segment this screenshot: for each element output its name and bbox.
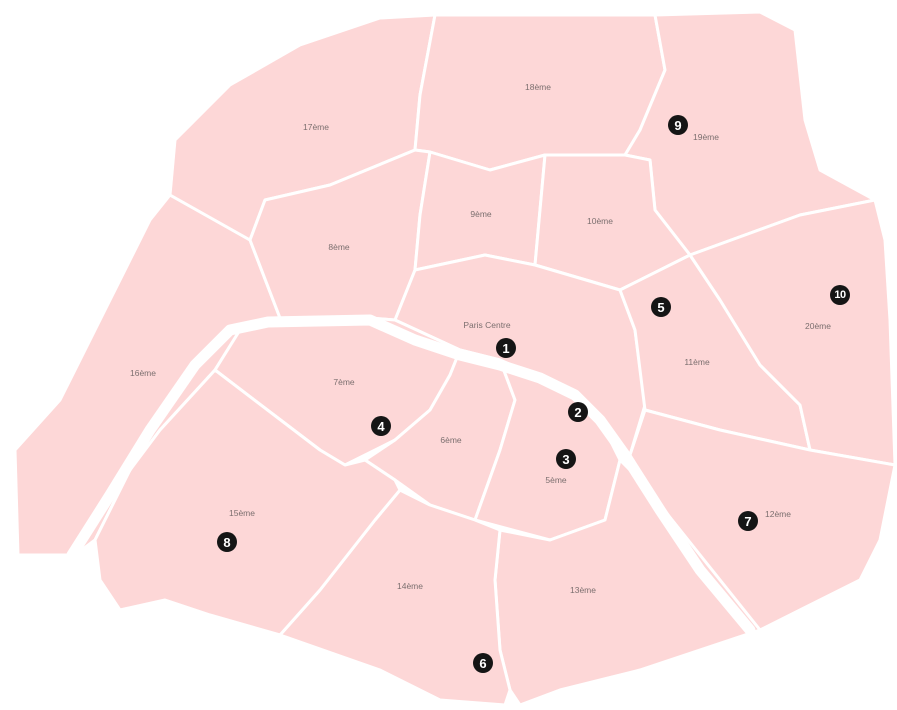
district-label-14: 14ème xyxy=(397,581,423,591)
district-label-11: 11ème xyxy=(684,357,710,367)
map-marker-9[interactable]: 9 xyxy=(668,115,688,135)
district-label-10: 10ème xyxy=(587,216,613,226)
district-label-7: 7ème xyxy=(333,377,355,387)
map-marker-10[interactable]: 10 xyxy=(830,285,850,305)
district-label-8: 8ème xyxy=(328,242,350,252)
district-label-17: 17ème xyxy=(303,122,329,132)
district-label-12: 12ème xyxy=(765,509,791,519)
district-20[interactable] xyxy=(688,198,897,467)
seine-river xyxy=(66,314,756,636)
map-marker-6[interactable]: 6 xyxy=(473,653,493,673)
map-marker-2[interactable]: 2 xyxy=(568,402,588,422)
district-label-6: 6ème xyxy=(440,435,462,445)
district-label-9: 9ème xyxy=(470,209,492,219)
map-marker-4[interactable]: 4 xyxy=(371,416,391,436)
district-label-20: 20ème xyxy=(805,321,831,331)
map-marker-1[interactable]: 1 xyxy=(496,338,516,358)
district-label-18: 18ème xyxy=(525,82,551,92)
district-label-15: 15ème xyxy=(229,508,255,518)
district-label-5: 5ème xyxy=(545,475,567,485)
district-label-19: 19ème xyxy=(693,132,719,142)
map-marker-7[interactable]: 7 xyxy=(738,511,758,531)
district-15[interactable] xyxy=(93,368,402,637)
map-marker-5[interactable]: 5 xyxy=(651,297,671,317)
district-label-13: 13ème xyxy=(570,585,596,595)
district-label-centre: Paris Centre xyxy=(463,320,511,330)
map-marker-3[interactable]: 3 xyxy=(556,449,576,469)
district-18[interactable] xyxy=(413,13,667,172)
map-marker-8[interactable]: 8 xyxy=(217,532,237,552)
district-label-16: 16ème xyxy=(130,368,156,378)
